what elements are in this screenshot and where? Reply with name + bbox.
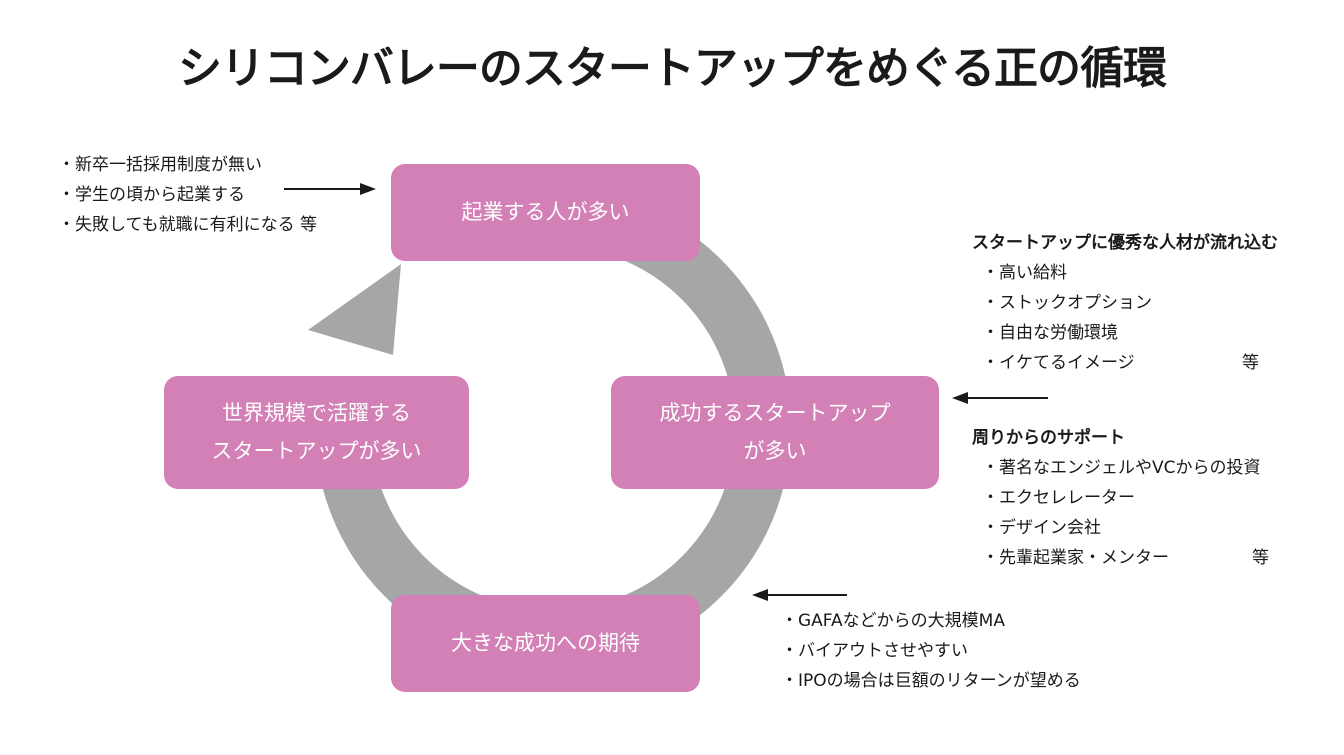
list-suffix: 等 xyxy=(1252,548,1269,568)
support-factors-list: 周りからのサポート ・著名なエンジェルやVCからの投資 ・エクセレレーター ・デ… xyxy=(972,423,1269,573)
box-line: 世界規模で活躍する xyxy=(222,400,411,425)
list-item: ・イケてるイメージ 等 xyxy=(972,348,1278,378)
exit-factors-list: ・GAFAなどからの大規模MA ・バイアウトさせやすい ・IPOの場合は巨額のリ… xyxy=(781,606,1081,696)
list-item: ・高い給料 xyxy=(982,263,1067,283)
cycle-box-global-startups: 世界規模で活躍する スタートアップが多い xyxy=(164,376,469,489)
diagram-title: シリコンバレーのスタートアップをめぐる正の循環 xyxy=(177,43,1167,94)
list-item-text: ・先輩起業家・メンター xyxy=(982,548,1169,568)
list-item: ・著名なエンジェルやVCからの投資 xyxy=(982,458,1261,478)
box-line: スタートアップが多い xyxy=(211,438,422,463)
list-item: ・学生の頃から起業する xyxy=(58,185,245,205)
list-item: ・GAFAなどからの大規模MA xyxy=(781,611,1005,631)
list-suffix: 等 xyxy=(1242,353,1259,373)
list-item: ・IPOの場合は巨額のリターンが望める xyxy=(781,671,1081,691)
cycle-box-many-founders: 起業する人が多い xyxy=(391,164,700,261)
list-item: ・新卒一括採用制度が無い xyxy=(58,155,262,175)
arrow-founders-to-top xyxy=(284,183,376,195)
ring-arrowhead xyxy=(308,264,401,355)
cycle-box-big-success-expectation: 大きな成功への期待 xyxy=(391,595,700,692)
list-item-text: ・イケてるイメージ xyxy=(982,353,1135,373)
founder-factors-list: ・新卒一括採用制度が無い ・学生の頃から起業する ・失敗しても就職に有利になる … xyxy=(58,150,317,240)
list-item: ・デザイン会社 xyxy=(982,518,1101,538)
talent-factors-list: スタートアップに優秀な人材が流れ込む ・高い給料 ・ストックオプション ・自由な… xyxy=(972,228,1278,378)
box-line: 成功するスタートアップ xyxy=(659,400,891,425)
box-line: が多い xyxy=(743,438,807,463)
list-item: ・ストックオプション xyxy=(982,293,1152,313)
cycle-box-successful-startups: 成功するスタートアップ が多い xyxy=(611,376,939,489)
list-item: ・エクセレレーター xyxy=(982,488,1135,508)
list-item: ・失敗しても就職に有利になる 等 xyxy=(58,215,318,235)
list-item: ・先輩起業家・メンター 等 xyxy=(972,543,1269,573)
arrow-exit-to-bottom xyxy=(752,589,847,601)
arrow-notes-to-right xyxy=(952,392,1048,404)
list-item: ・バイアウトさせやすい xyxy=(781,641,968,661)
list-heading: 周りからのサポート xyxy=(972,428,1125,448)
list-heading: スタートアップに優秀な人材が流れ込む xyxy=(972,233,1278,253)
list-item: ・自由な労働環境 xyxy=(982,323,1118,343)
box-line: 起業する人が多い xyxy=(461,199,630,224)
box-line: 大きな成功への期待 xyxy=(451,630,640,655)
